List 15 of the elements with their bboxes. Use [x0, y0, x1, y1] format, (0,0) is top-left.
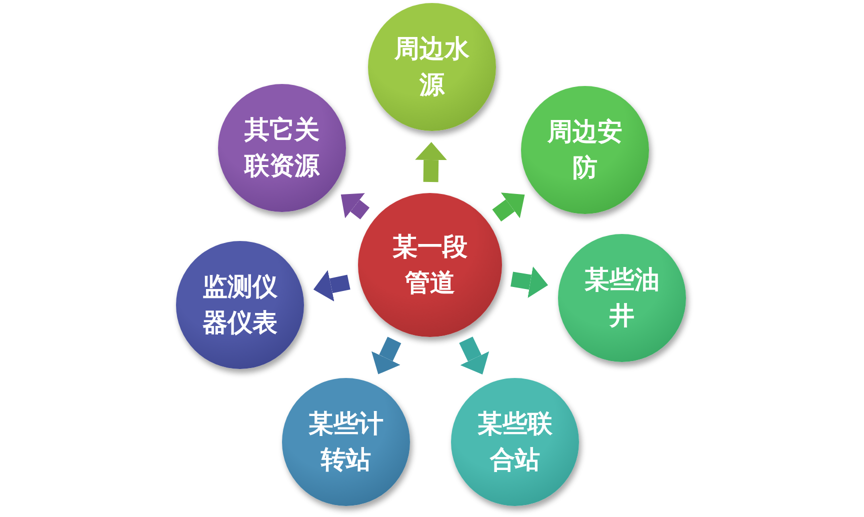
- topic-circle: 某些油井: [558, 234, 686, 362]
- block-arrow: [492, 192, 525, 222]
- block-arrow: [459, 336, 490, 374]
- topic-circle: 周边安防: [521, 86, 649, 214]
- block-arrow: [340, 193, 370, 220]
- center-circle: 某一段管道: [358, 193, 502, 337]
- block-arrow: [415, 142, 448, 182]
- block-arrow: [510, 266, 548, 298]
- topic-circle: 某些联合站: [451, 378, 579, 506]
- block-arrow: [313, 270, 350, 302]
- topic-circle: 其它关联资源: [218, 84, 346, 212]
- block-arrow: [371, 336, 402, 374]
- topic-circle: 监测仪器仪表: [176, 241, 304, 369]
- topic-circle: 周边水源: [368, 3, 496, 131]
- topic-circle: 某些计转站: [282, 378, 410, 506]
